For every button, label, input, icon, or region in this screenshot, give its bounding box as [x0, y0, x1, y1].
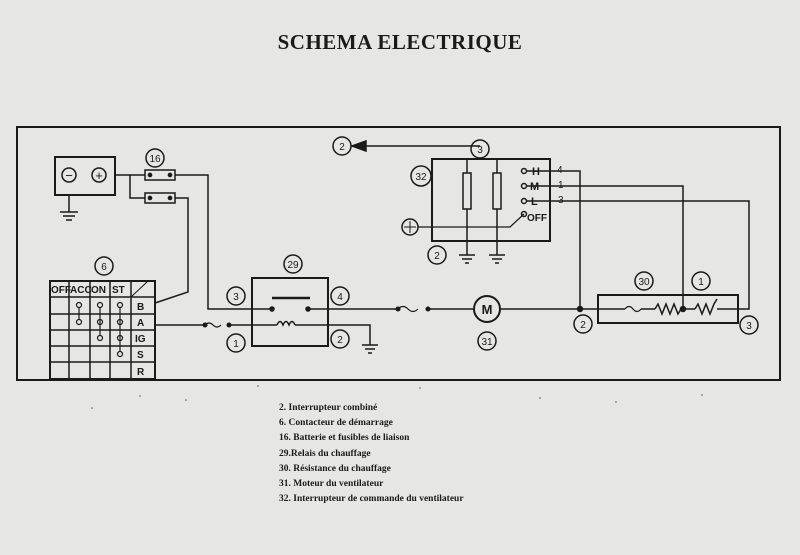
fusible-links: 16 [115, 148, 252, 310]
svg-text:31: 31 [481, 337, 493, 348]
heater-resistor: 30 1 3 2 [573, 271, 759, 335]
svg-text:ON: ON [91, 285, 106, 296]
svg-text:16: 16 [149, 154, 161, 165]
diagram-frame [16, 126, 781, 381]
legend-item: 2. Interrupteur combiné [279, 403, 378, 413]
svg-text:OFF: OFF [527, 213, 547, 224]
svg-text:IG: IG [135, 334, 146, 345]
svg-text:S: S [137, 350, 144, 361]
legend-item: 6. Contacteur de démarrage [279, 418, 393, 429]
motor-symbol: M [482, 302, 493, 317]
svg-text:1: 1 [233, 339, 239, 350]
svg-text:ACC: ACC [70, 285, 92, 296]
svg-text:B: B [137, 302, 144, 313]
svg-text:4: 4 [337, 292, 343, 303]
legend-item: 31. Moteur du ventilateur [279, 479, 384, 490]
main-power-line [328, 305, 598, 313]
legend-item: 32. Interrupteur de commande du ventilat… [279, 494, 464, 505]
svg-text:2: 2 [434, 251, 440, 262]
svg-text:2: 2 [339, 142, 345, 153]
legend-item: 29.Relais du chauffage [279, 448, 371, 459]
svg-text:M: M [530, 181, 539, 193]
svg-text:1: 1 [698, 277, 704, 288]
page-title: SCHEMA ELECTRIQUE [277, 30, 523, 54]
battery-minus-label: − [65, 168, 73, 183]
ignition-switch: 6 OFF ACC ON ST B A IG S R [49, 256, 265, 380]
svg-text:32: 32 [415, 172, 427, 183]
component-legend: 2. Interrupteur combiné 6. Contacteur de… [279, 401, 464, 507]
svg-text:3: 3 [746, 321, 752, 332]
legend-item: 16. Batterie et fusibles de liaison [279, 433, 410, 444]
blower-motor: M 31 [473, 295, 501, 351]
legend-item: 30. Résistance du chauffage [279, 463, 391, 474]
svg-text:3: 3 [233, 292, 239, 303]
svg-text:30: 30 [638, 277, 650, 288]
svg-text:2: 2 [580, 320, 586, 331]
svg-text:6: 6 [101, 262, 107, 273]
svg-text:A: A [137, 318, 144, 329]
svg-text:L: L [531, 196, 538, 208]
svg-text:OFF: OFF [51, 285, 71, 296]
heater-relay: 29 3 4 1 2 [226, 254, 378, 354]
svg-text:3: 3 [477, 145, 483, 156]
battery: − + [54, 156, 116, 221]
scan-specks [91, 385, 703, 409]
fan-control-switch: 2 3 32 H M L OFF 4 1 3 2 [332, 136, 750, 310]
battery-plus-label: + [95, 168, 103, 183]
svg-text:ST: ST [112, 285, 125, 296]
svg-text:2: 2 [337, 335, 343, 346]
svg-text:H: H [532, 166, 540, 178]
svg-text:R: R [137, 367, 145, 378]
svg-text:29: 29 [287, 260, 299, 271]
